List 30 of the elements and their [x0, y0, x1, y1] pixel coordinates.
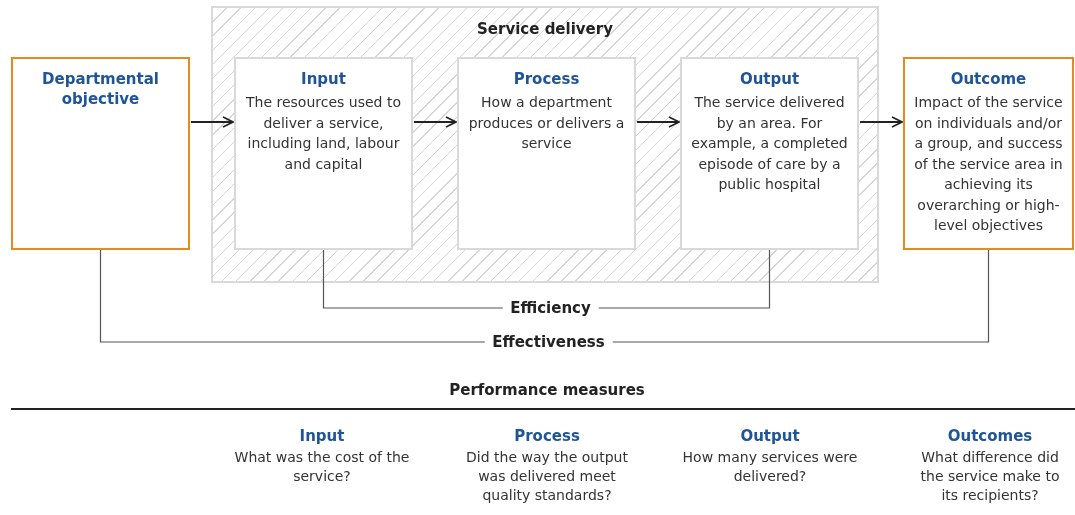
measure-question: What was the cost of the service?: [233, 448, 411, 486]
box-heading: Process: [512, 69, 581, 89]
objective-box: [11, 57, 190, 250]
box-description: Impact of the service on individuals and/or a group, and success of the service area in achieving its overarching or high-level objectives: [913, 93, 1064, 235]
measure-heading: Outcomes: [947, 426, 1033, 446]
measure-heading: Output: [740, 426, 800, 446]
measure-question: Did the way the output was delivered meet quality standards?: [465, 448, 629, 505]
section-heading: Performance measures: [449, 381, 645, 399]
arrow: [190, 116, 234, 128]
box-heading: Outcome: [949, 69, 1028, 89]
arrow: [859, 116, 903, 128]
stage-box: [234, 57, 413, 250]
arrow: [413, 116, 457, 128]
stage-box: [457, 57, 636, 250]
measure-heading: Process: [514, 426, 580, 446]
box-heading: Departmental objective: [41, 69, 160, 109]
box-heading: Input: [300, 69, 347, 89]
measure-heading: Input: [299, 426, 345, 446]
box-description: The service delivered by an area. For example, a completed episode of care by a public hospital: [690, 93, 849, 194]
arrow: [636, 116, 680, 128]
box-heading: Output: [738, 69, 801, 89]
box-description: The resources used to deliver a service, including land, labour and capital: [245, 93, 402, 174]
stage-box: [680, 57, 859, 250]
objective-box: [903, 57, 1074, 250]
measure-question: How many services were delivered?: [681, 448, 859, 486]
measure-question: What difference did the service make to its recipients?: [919, 448, 1061, 505]
edge-label: Efficiency: [502, 299, 599, 317]
service-delivery-panel: [211, 6, 879, 283]
panel-heading: Service delivery: [476, 20, 614, 38]
box-description: How a department produces or delivers a service: [467, 93, 626, 153]
